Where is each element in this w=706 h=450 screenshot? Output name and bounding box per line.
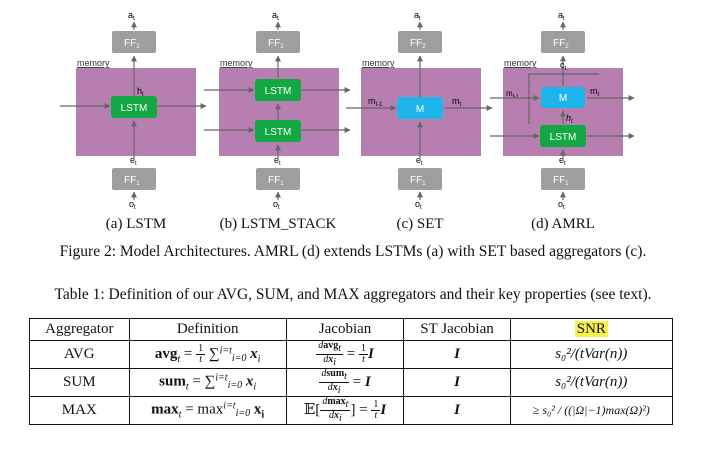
snr-highlight: SNR	[574, 321, 608, 337]
subcaption-set: (c) SET	[396, 216, 444, 232]
svg-text:FF2: FF2	[553, 38, 569, 50]
row-snr: s₀²/(tVar(n))	[509, 340, 674, 369]
subcaption-lstm-stack: (b) LSTM_STACK	[219, 216, 337, 232]
diagram-lstm: memory at FF2 ht LSTM et FF1 ot	[60, 10, 207, 210]
action-label: at	[128, 10, 135, 22]
svg-text:memory: memory	[362, 58, 395, 68]
svg-text:at: at	[558, 10, 565, 22]
row-st-jacobian: I	[403, 396, 511, 425]
svg-text:FF2: FF2	[268, 38, 284, 50]
ff1-box	[398, 168, 442, 190]
lstm-cell-bottom	[255, 120, 301, 142]
svg-text:FF1: FF1	[124, 175, 140, 187]
ff1-box	[112, 168, 156, 190]
svg-text:mt-1: mt-1	[506, 89, 519, 100]
lstm-cell-top	[255, 79, 301, 101]
row-snr: s₀²/(tVar(n))	[509, 368, 674, 397]
lstm-cell	[111, 96, 157, 118]
svg-text:LSTM: LSTM	[550, 132, 577, 143]
table-caption: Table 1: Definition of our AVG, SUM, and…	[54, 286, 652, 303]
subcaption-amrl: (d) AMRL	[531, 216, 595, 232]
row-name: AVG	[29, 340, 130, 369]
header-jacobian: Jacobian	[285, 318, 405, 341]
svg-text:at: at	[414, 10, 421, 22]
row-st-jacobian: I	[403, 340, 511, 369]
header-aggregator: Aggregator	[29, 318, 130, 341]
set-aggregator-cell	[397, 97, 443, 119]
svg-text:M: M	[416, 104, 424, 115]
svg-text:LSTM: LSTM	[121, 103, 148, 114]
svg-text:FF1: FF1	[268, 175, 284, 187]
svg-text:ot: ot	[129, 199, 136, 210]
svg-text:ht: ht	[137, 86, 144, 98]
figure-caption: Figure 2: Model Architectures. AMRL (d) …	[59, 243, 647, 260]
header-definition: Definition	[128, 318, 287, 341]
svg-text:LSTM: LSTM	[265, 86, 292, 97]
svg-text:ot: ot	[415, 199, 422, 210]
svg-text:FF1: FF1	[410, 175, 426, 187]
diagram-set: memory at FF2 mt-1 mt M et FF1 ot	[346, 10, 493, 210]
row-name: SUM	[29, 368, 130, 397]
aggregator-table: Aggregator Definition Jacobian ST Jacobi…	[29, 318, 674, 425]
svg-text:et: et	[559, 155, 566, 167]
ff1-box	[256, 168, 300, 190]
row-st-jacobian: I	[403, 368, 511, 397]
svg-text:et: et	[274, 155, 281, 167]
svg-text:ot: ot	[558, 199, 565, 210]
ff2-box	[112, 31, 156, 53]
svg-text:LSTM: LSTM	[265, 127, 292, 138]
svg-text:et: et	[416, 155, 423, 167]
svg-text:ht: ht	[566, 113, 573, 125]
svg-text:M: M	[559, 93, 567, 104]
lstm-cell	[540, 125, 586, 147]
subcaption-lstm: (a) LSTM	[105, 216, 167, 232]
svg-text:et: et	[130, 155, 137, 167]
svg-text:FF2: FF2	[124, 38, 140, 50]
ff2-box	[398, 31, 442, 53]
svg-text:at: at	[272, 10, 279, 22]
ff1-box	[541, 168, 585, 190]
svg-text:FF1: FF1	[553, 175, 569, 187]
memory-label: memory	[77, 58, 110, 68]
set-aggregator-cell	[541, 87, 585, 108]
diagram-lstm-stack: memory at FF2 LSTM LSTM et FF1 ot	[204, 10, 351, 210]
svg-text:mt: mt	[590, 86, 600, 98]
row-definition: sumt = ∑i=ti=0 xi	[128, 368, 287, 397]
header-st-jacobian: ST Jacobian	[403, 318, 511, 341]
svg-text:memory: memory	[504, 58, 537, 68]
ff2-box	[541, 31, 585, 53]
architecture-diagrams: memory at FF2 ht LSTM et FF1 ot memory a…	[60, 10, 635, 210]
row-definition: maxt = maxi=ti=0 xi	[128, 396, 287, 425]
table-header-row: Aggregator Definition Jacobian ST Jacobi…	[29, 318, 674, 341]
row-snr: ≥ s₀² / ((|Ω|−1)max(Ω)²)	[509, 396, 674, 425]
svg-text:mt-1: mt-1	[368, 96, 383, 108]
header-snr: SNR	[509, 318, 674, 341]
svg-text:memory: memory	[220, 58, 253, 68]
svg-text:FF2: FF2	[410, 38, 426, 50]
svg-text:mt: mt	[452, 96, 462, 108]
diagram-amrl: memory at FF2 ct mt-1 mt M ht LSTM et FF…	[490, 10, 635, 210]
svg-text:ct: ct	[560, 60, 567, 72]
ff2-box	[256, 31, 300, 53]
svg-text:ot: ot	[273, 199, 280, 210]
row-name: MAX	[29, 396, 130, 425]
